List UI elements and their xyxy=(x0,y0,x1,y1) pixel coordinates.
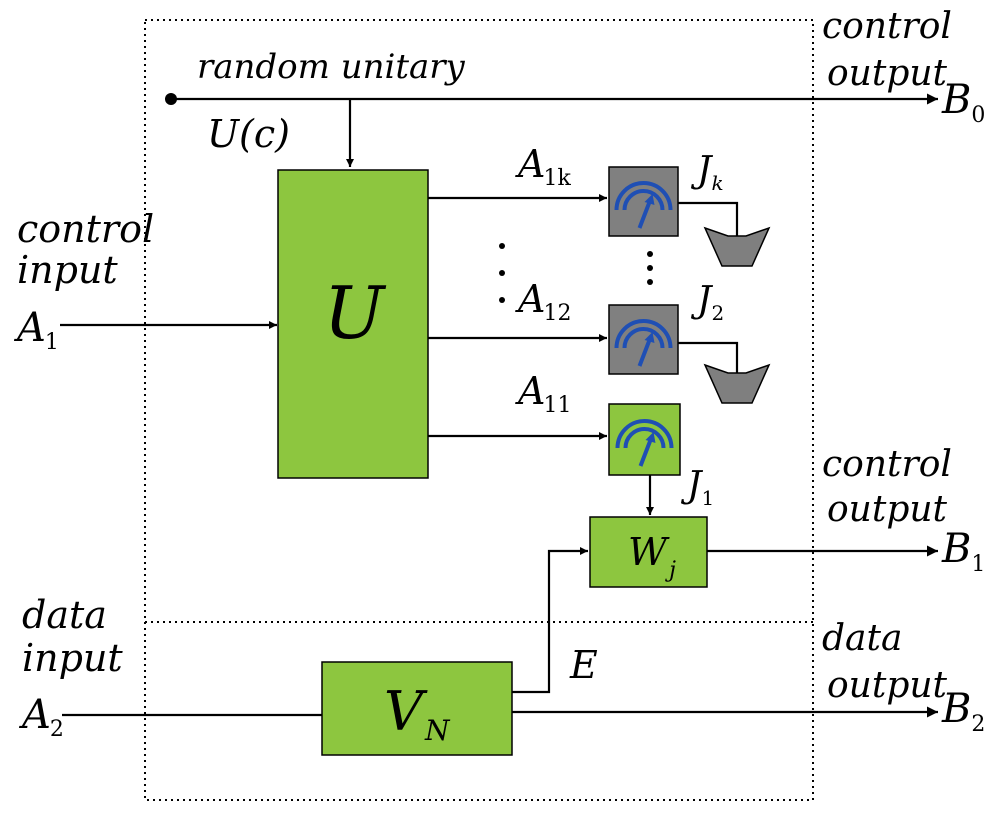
a12-label: A xyxy=(515,277,545,321)
svg-text:A1k: A1k xyxy=(515,142,571,191)
control-input-label-line2: input xyxy=(17,248,118,292)
svg-text:B2: B2 xyxy=(941,686,985,737)
measurement-meter-2 xyxy=(608,304,679,375)
outer-dotted-boundary xyxy=(144,19,814,801)
svg-text:J1: J1 xyxy=(680,465,714,510)
w-box-label: W xyxy=(628,530,670,574)
u-of-c-label: U(c) xyxy=(207,112,290,156)
wire-e xyxy=(512,547,588,694)
j1-subscript: 1 xyxy=(701,486,714,510)
jk-subscript: k xyxy=(711,171,723,195)
svg-text:VN: VN xyxy=(384,680,451,747)
svg-text:J2: J2 xyxy=(690,280,724,325)
j1-label: J xyxy=(680,465,704,506)
a12-subscript: 12 xyxy=(543,301,571,326)
a11-subscript: 11 xyxy=(543,393,571,418)
discard-bin-icon xyxy=(703,363,771,404)
random-unitary-label: random unitary xyxy=(197,47,466,87)
a2-subscript: 2 xyxy=(50,717,64,742)
b2-subscript: 2 xyxy=(971,712,985,737)
data-input-label-line1: data xyxy=(22,593,107,637)
j2-subscript: 2 xyxy=(711,301,724,325)
svg-text:A2: A2 xyxy=(18,692,64,742)
control-output-top-line1: control xyxy=(822,6,952,47)
discard-bin-icon xyxy=(703,226,771,267)
j2-label: J xyxy=(690,280,714,321)
svg-text:B1: B1 xyxy=(941,526,985,577)
svg-text:A1: A1 xyxy=(13,305,59,355)
data-input-label-line2: input xyxy=(22,636,123,680)
svg-text:A12: A12 xyxy=(515,277,571,326)
wire-j2-bin xyxy=(678,341,739,373)
unitary-box-label: U xyxy=(324,271,387,355)
a11-label: A xyxy=(515,369,545,413)
channel-box-v: VN xyxy=(321,661,513,756)
b1-label: B xyxy=(941,526,971,572)
control-input-label-line1: control xyxy=(17,207,154,251)
control-output-mid-line1: control xyxy=(822,444,952,485)
a1-subscript: 1 xyxy=(45,330,59,355)
data-output-line2: output xyxy=(827,665,948,706)
data-output-line1: data xyxy=(822,618,902,659)
measurement-meter-icon xyxy=(614,319,673,367)
b1-subscript: 1 xyxy=(971,552,985,577)
a1k-subscript: 1k xyxy=(543,166,571,191)
a1k-label: A xyxy=(515,142,545,186)
measurement-meter-1 xyxy=(608,403,681,476)
jk-label: J xyxy=(690,150,714,191)
measurement-meter-k xyxy=(608,166,679,237)
vertical-ellipsis xyxy=(499,243,505,303)
v-box-subscript: N xyxy=(424,714,451,747)
svg-text:A11: A11 xyxy=(515,369,571,418)
b0-subscript: 0 xyxy=(971,103,985,128)
v-box-label: V xyxy=(384,680,428,743)
a2-label: A xyxy=(18,692,51,738)
a1-label: A xyxy=(13,305,46,351)
correction-box-w: Wj xyxy=(589,516,708,588)
b0-label: B xyxy=(941,77,971,123)
e-label: E xyxy=(569,643,598,687)
unitary-box-u: U xyxy=(277,169,429,479)
vertical-ellipsis xyxy=(647,251,653,285)
svg-text:B0: B0 xyxy=(941,77,985,128)
svg-text:Jk: Jk xyxy=(690,150,724,195)
measurement-meter-icon xyxy=(615,419,674,467)
wire-jk-bin xyxy=(678,201,739,236)
b2-label: B xyxy=(941,686,971,732)
control-output-mid-line2: output xyxy=(827,489,948,530)
measurement-meter-icon xyxy=(614,181,673,229)
control-output-top-line2: output xyxy=(827,53,948,94)
